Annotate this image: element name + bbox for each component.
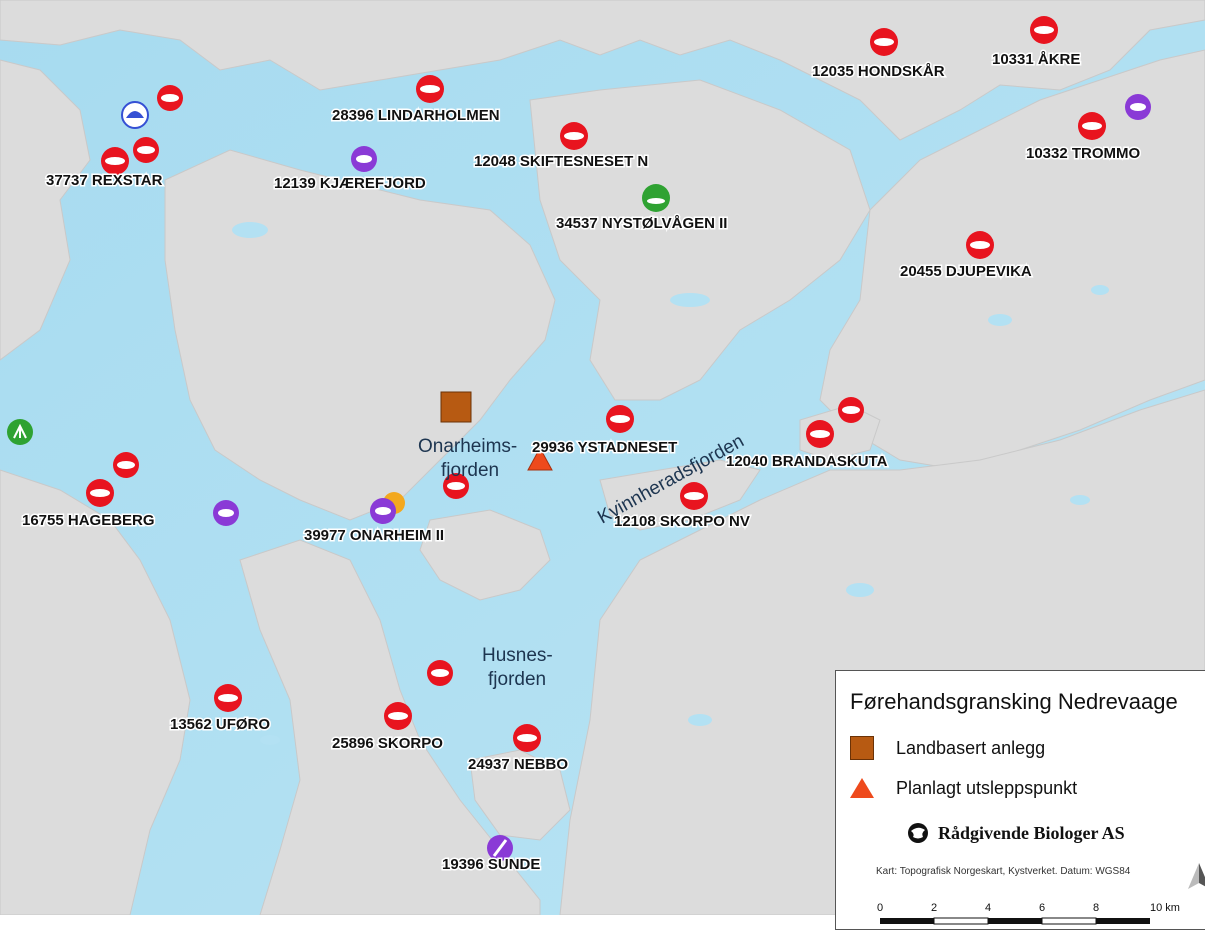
company-logo: Rådgivende Biologer AS [906,821,1125,845]
site-marker-s6[interactable]: 37737 REXSTAR [45,147,164,191]
site-marker-s2[interactable]: 10331 ÅKRE [991,16,1082,70]
site-marker-s15[interactable]: 13562 UFØRO [169,684,272,735]
fjord-label-husnes-1: Husnes- [482,645,553,666]
site-label-s11: 12040 BRANDASKUTA [726,453,888,470]
shellfish-icon[interactable] [121,101,149,129]
site-marker-s12[interactable]: 16755 HAGEBERG [21,479,156,531]
site-marker-s11[interactable]: 12040 BRANDASKUTA [725,420,889,472]
scale-bar-segments [880,917,1150,925]
legend-label-discharge: Planlagt utsleppspunkt [896,777,1078,798]
site-label-s16: 25896 SKORPO [332,735,443,752]
fjord-label-husnes-2: fjorden [488,669,546,690]
site-label-s12: 16755 HAGEBERG [22,512,155,529]
globe-icon [908,823,928,843]
scale-tick-label: 2 [931,902,937,914]
site-marker-s16[interactable]: 25896 SKORPO [331,702,445,754]
site-marker-s5[interactable]: 10332 TROMMO [1025,112,1142,164]
fish-farm-icon[interactable] [157,85,183,111]
site-label-s7: 12139 KJÆREFJORD [274,175,426,192]
scale-tick-label: 4 [985,902,991,914]
site-label-s10: 29936 YSTADNESET [532,439,677,456]
site-label-s3: 28396 LINDARHOLMEN [332,107,500,124]
site-label-s9: 20455 DJUPEVIKA [900,263,1032,280]
site-marker-s9[interactable]: 20455 DJUPEVIKA [899,231,1033,282]
north-arrow-icon [1188,863,1205,889]
scale-tick-label: 10 km [1150,902,1180,914]
site-marker-s7[interactable]: 12139 KJÆREFJORD [273,146,427,194]
fish-farm-icon[interactable] [113,452,139,478]
site-marker-s4[interactable]: 12048 SKIFTESNESET N [473,122,650,172]
scale-bar: 0 2 4 6 8 10 km [877,902,1180,925]
scale-tick-label: 6 [1039,902,1045,914]
site-marker-s17[interactable]: 24937 NEBBO [467,724,570,775]
site-marker-s3[interactable]: 28396 LINDARHOLMEN [331,75,501,126]
map-credits: Kart: Topografisk Norgeskart, Kystverket… [876,866,1131,877]
site-marker-s8[interactable]: 34537 NYSTØLVÅGEN II [555,184,729,234]
fish-farm-icon[interactable] [427,660,453,686]
fish-farm-icon[interactable] [443,473,469,499]
scale-tick-label: 0 [877,902,883,914]
legend-label-facility: Landbasert anlegg [896,737,1046,758]
site-marker-s18[interactable]: 19396 SUNDE [441,835,542,875]
site-label-s5: 10332 TROMMO [1026,145,1141,162]
site-marker-s14[interactable]: 12108 SKORPO NV [613,482,751,532]
site-label-s13: 39977 ONARHEIM II [304,527,444,544]
site-label-s1: 12035 HONDSKÅR [812,63,945,80]
legend-title: Førehandsgransking Nedrevaage [850,689,1178,714]
fjord-label-onarheims-1: Onarheims- [418,436,517,457]
site-label-s4: 12048 SKIFTESNESET N [474,153,648,170]
site-marker-s10[interactable]: 29936 YSTADNESET [531,405,679,458]
discharge-triangle-icon [850,778,874,798]
discharge-point-marker[interactable] [527,446,553,471]
seaweed-icon[interactable] [7,419,33,445]
site-label-s8: 34537 NYSTØLVÅGEN II [556,215,727,232]
site-label-s2: 10331 ÅKRE [992,51,1080,68]
site-label-s6: 37737 REXSTAR [46,172,163,189]
legend-row-discharge: Planlagt utsleppspunkt [850,773,1077,803]
site-marker-s1[interactable]: 12035 HONDSKÅR [811,28,946,82]
fish-farm-icon[interactable] [838,397,864,423]
scale-tick-label: 8 [1093,902,1099,914]
site-label-s17: 24937 NEBBO [468,756,568,773]
fjord-label-onarheims-2: fjorden [441,460,499,481]
fish-farm-icon[interactable] [133,137,159,163]
legend-row-facility: Landbasert anlegg [850,733,1045,763]
scale-ticks: 0 2 4 6 8 10 km [877,902,1180,914]
site-label-s18: 19396 SUNDE [442,856,540,873]
site-markers: 12035 HONDSKÅR 10331 ÅKRE 28396 LINDARHOLM… [21,16,1142,875]
lakes [232,222,1109,745]
unlabelled-markers [7,85,1151,686]
company-name: Rådgivende Biologer AS [938,822,1125,843]
site-marker-s13[interactable]: 39977 ONARHEIM II [303,498,446,546]
shellfish-farm-icon[interactable] [1125,94,1151,120]
facility-square-icon [850,736,874,760]
shellfish-farm-icon[interactable] [213,500,239,526]
legend-panel: Førehandsgransking Nedrevaage Landbasert… [835,670,1205,930]
site-label-s15: 13562 UFØRO [170,716,270,733]
site-label-s14: 12108 SKORPO NV [614,513,750,530]
facility-marker[interactable] [440,391,472,423]
